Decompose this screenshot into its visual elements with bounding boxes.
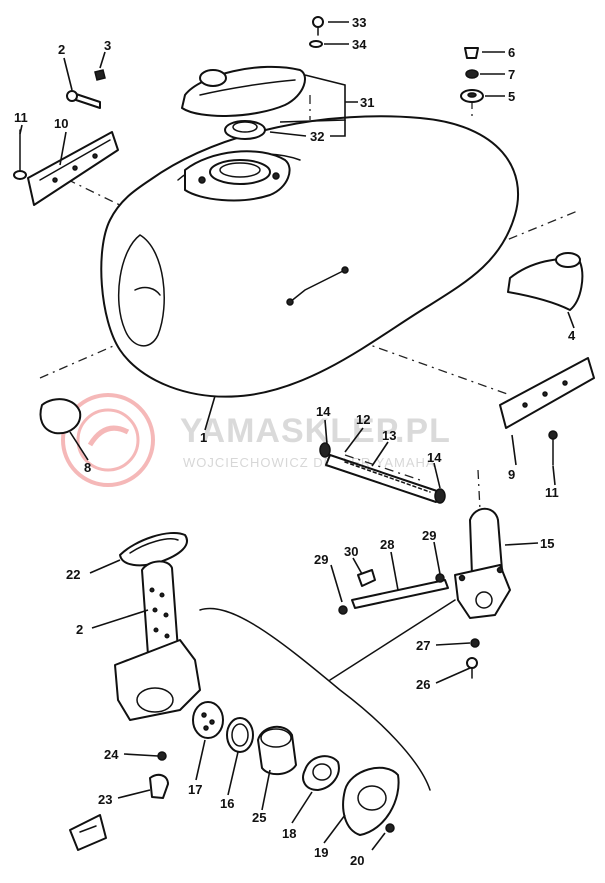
screw-23 — [149, 773, 169, 799]
assembly-group-link — [329, 599, 456, 681]
mount-4 — [507, 252, 584, 311]
callout-4: 4 — [568, 328, 576, 343]
callout-33: 33 — [352, 15, 366, 30]
callout-22: 22 — [66, 567, 80, 582]
bolt-11-left — [13, 129, 27, 180]
callout-24: 24 — [104, 747, 119, 762]
filter-17 — [192, 701, 224, 739]
bolt-2-top — [66, 90, 101, 109]
screw-20 — [385, 823, 395, 833]
callout-30: 30 — [344, 544, 358, 559]
bolt-11-right — [548, 430, 558, 466]
damper-5 — [460, 89, 484, 103]
callout-10: 10 — [54, 116, 68, 131]
damper-strip-10 — [27, 131, 119, 206]
bowl-25 — [257, 725, 297, 776]
watermark: YAMASKLEP.PL WOJCIECHOWICZ DEALER YAMAHA — [61, 393, 451, 487]
callout-23: 23 — [98, 792, 112, 807]
washer-7 — [465, 69, 479, 79]
watermark-title: YAMASKLEP.PL — [180, 412, 451, 450]
callout-26: 26 — [416, 677, 430, 692]
callout-11-right: 11 — [545, 485, 559, 500]
callout-11-left: 11 — [14, 110, 28, 125]
callout-34: 34 — [352, 37, 367, 52]
callout-18: 18 — [282, 826, 296, 841]
plate-19 — [342, 766, 400, 836]
hose-28 — [351, 579, 449, 609]
callout-31: 31 — [360, 95, 374, 110]
callout-19: 19 — [314, 845, 328, 860]
callout-25: 25 — [252, 810, 266, 825]
filler-neck — [184, 150, 291, 202]
nut-3 — [94, 69, 106, 81]
gasket-16 — [226, 717, 254, 753]
callout-29-left: 29 — [314, 552, 328, 567]
callout-13: 13 — [382, 428, 396, 443]
assembly-group-outline — [199, 607, 431, 791]
screw-33 — [312, 16, 324, 36]
label-plate — [69, 814, 107, 851]
cap-6 — [464, 47, 479, 59]
callout-3: 3 — [104, 38, 111, 53]
watermark-logo — [61, 393, 155, 487]
callout-7: 7 — [508, 67, 515, 82]
screw-27 — [470, 638, 480, 648]
fuel-cap — [181, 65, 306, 117]
fuel-hose-13 — [325, 454, 441, 503]
fuel-cock-15 — [454, 507, 511, 619]
callout-29-right: 29 — [422, 528, 436, 543]
callout-32: 32 — [310, 129, 324, 144]
gasket-22 — [119, 531, 188, 567]
callout-2-lower: 2 — [76, 622, 83, 637]
callout-15: 15 — [540, 536, 554, 551]
leader-lines — [19, 21, 575, 851]
clip-14-left — [319, 442, 331, 458]
clip-14-right — [434, 488, 446, 504]
callout-12: 12 — [356, 412, 370, 427]
callout-17: 17 — [188, 782, 202, 797]
callout-28: 28 — [380, 537, 394, 552]
clip-29-left — [338, 605, 348, 615]
callout-20: 20 — [350, 853, 364, 868]
callout-6: 6 — [508, 45, 515, 60]
callout-1: 1 — [200, 430, 207, 445]
callout-5: 5 — [508, 89, 515, 104]
callout-9: 9 — [508, 467, 515, 482]
callout-14-left: 14 — [316, 404, 331, 419]
cap-gasket — [224, 120, 266, 140]
callout-27: 27 — [416, 638, 430, 653]
callout-16: 16 — [220, 796, 234, 811]
callout-8: 8 — [84, 460, 91, 475]
screw-26 — [466, 657, 478, 679]
clip-30 — [357, 569, 376, 587]
fuel-cock-lower — [114, 560, 201, 721]
washer-34 — [309, 40, 323, 48]
screw-24 — [157, 751, 167, 761]
clip-29-right — [435, 573, 445, 583]
fuel-tank — [100, 115, 520, 398]
cushion-8 — [39, 398, 82, 435]
gasket-18 — [302, 755, 340, 791]
watermark-subtitle: WOJCIECHOWICZ DEALER YAMAHA — [183, 455, 436, 470]
callouts: 33 34 2 3 6 7 5 31 32 11 10 4 8 1 14 12 … — [14, 15, 576, 868]
damper-strip-9 — [499, 357, 595, 429]
callout-14-right: 14 — [427, 450, 442, 465]
callout-2-top: 2 — [58, 42, 65, 57]
